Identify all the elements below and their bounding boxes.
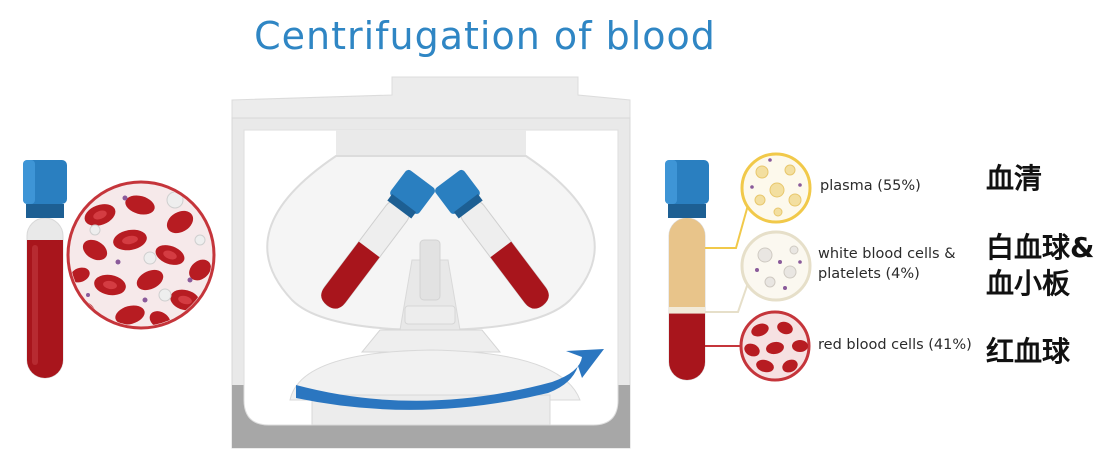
rbc-magnified [739,310,811,382]
blood-cells-magnified [66,180,216,330]
rbc-layer [669,313,705,380]
plasma-connector [705,204,749,249]
separated-blood-tube [665,160,709,381]
rotation-arrow-icon [296,349,604,410]
left-blood-tube [23,160,67,379]
wbc-label-line-2: platelets (4%) [818,266,920,282]
plasma-layer [669,218,705,308]
plasma-label-cn: 血清 [986,162,1043,195]
spinning-tube-right [435,169,549,309]
rbc-label: red blood cells (41%) [818,337,972,353]
rbc-label-cn: 红血球 [986,335,1071,368]
wbc-layer [669,307,705,314]
wbc-label-cn-line-1: 白血球& [986,231,1095,264]
plasma-label: plasma (55%) [820,178,921,194]
spinning-tube-left [321,169,435,309]
centrifuge [231,76,631,449]
wbc-label-cn-line-2: 血小板 [986,267,1071,300]
diagram-title: Centrifugation of blood [254,14,716,58]
wbc-label-cn: 白血球& 血小板 [986,230,1094,302]
wbc-label: white blood cells & platelets (4%) [818,244,956,284]
wbc-label-line-1: white blood cells & [818,246,956,262]
wbc-connector [705,282,749,313]
plasma-magnified [740,152,812,224]
wbc-platelets-magnified [740,230,812,302]
